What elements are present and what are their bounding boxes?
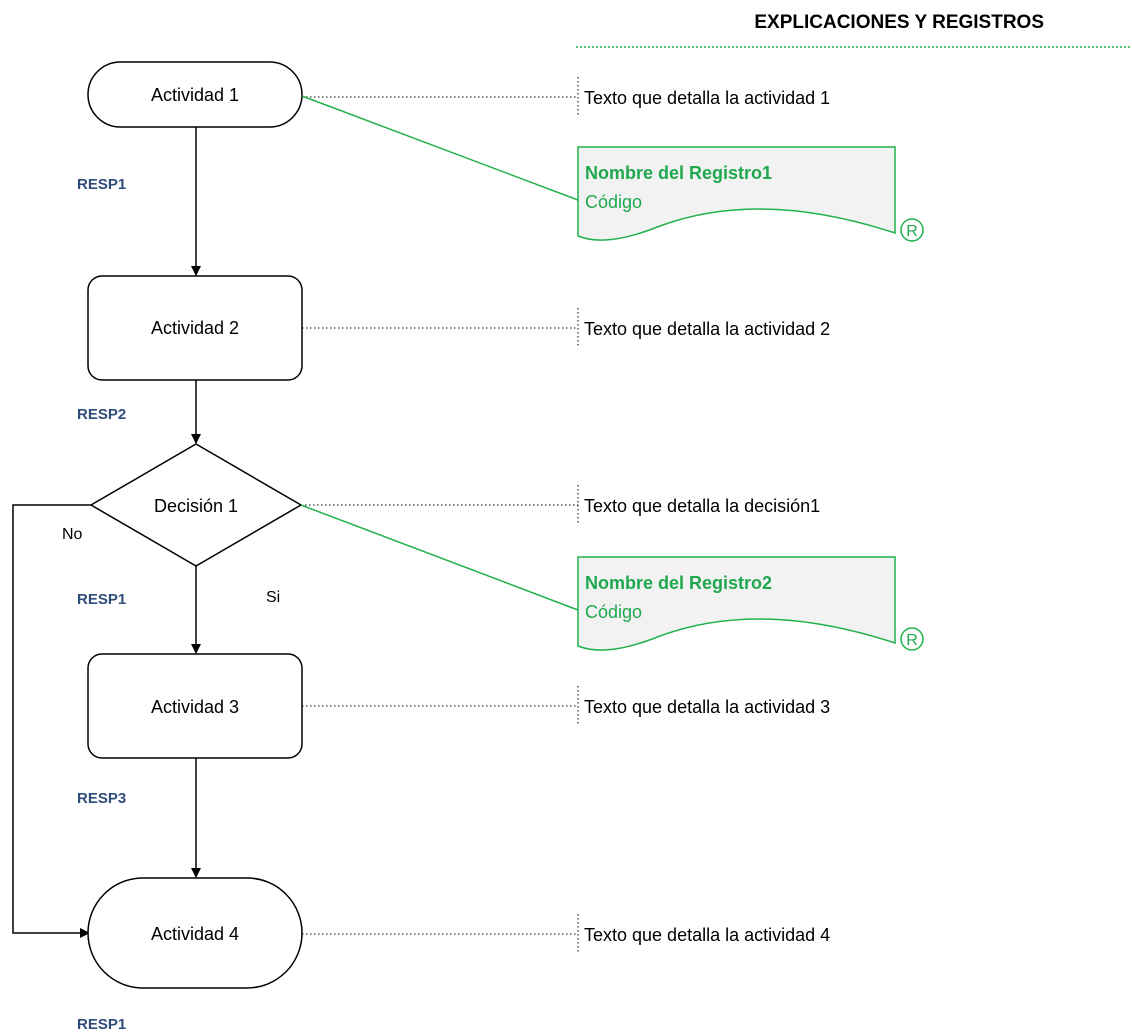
record-document-1: Nombre del Registro1 Código R xyxy=(577,146,924,242)
node-decision-1 xyxy=(89,443,303,567)
record-1-name: Nombre del Registro1 xyxy=(585,163,772,183)
resp-label-actividad-1: RESP1 xyxy=(77,176,126,193)
resp-label-actividad-3: RESP3 xyxy=(77,790,126,807)
node-actividad-1-label: Actividad 1 xyxy=(151,85,239,105)
record-connector-2 xyxy=(300,504,579,611)
branch-label-si: Si xyxy=(266,589,280,606)
record-2-name: Nombre del Registro2 xyxy=(585,573,772,593)
record-2-badge-icon xyxy=(900,627,924,651)
record-2-code: Código xyxy=(585,602,642,622)
node-actividad-3-label: Actividad 3 xyxy=(151,697,239,717)
record-1-code: Código xyxy=(585,192,642,212)
record-connector-1 xyxy=(301,95,579,201)
leader-lines xyxy=(301,77,579,954)
record-1-badge-icon xyxy=(900,218,924,242)
node-actividad-4-label: Actividad 4 xyxy=(151,924,239,944)
record-2-badge-letter: R xyxy=(906,632,918,649)
resp-label-actividad-2: RESP2 xyxy=(77,406,126,423)
node-actividad-2-label: Actividad 2 xyxy=(151,318,239,338)
record-1-badge-letter: R xyxy=(906,223,918,240)
node-actividad-4 xyxy=(87,877,303,989)
branch-label-no: No xyxy=(62,526,83,543)
node-decision-1-label: Decisión 1 xyxy=(154,496,238,516)
resp-label-actividad-4: RESP1 xyxy=(77,1016,126,1033)
node-actividad-1 xyxy=(87,61,303,128)
explanation-actividad-4: Texto que detalla la actividad 4 xyxy=(584,925,830,945)
explanation-actividad-1: Texto que detalla la actividad 1 xyxy=(584,88,830,108)
section-header: EXPLICACIONES Y REGISTROS xyxy=(754,12,1044,33)
arrow-no-branch xyxy=(12,504,91,938)
resp-label-decision-1: RESP1 xyxy=(77,591,126,608)
explanation-actividad-2: Texto que detalla la actividad 2 xyxy=(584,319,830,339)
record-document-2-shape xyxy=(577,556,896,651)
record-document-1-shape xyxy=(577,146,896,241)
record-document-2: Nombre del Registro2 Código R xyxy=(577,556,924,651)
explanation-decision-1: Texto que detalla la decisión1 xyxy=(584,496,820,516)
explanation-actividad-3: Texto que detalla la actividad 3 xyxy=(584,697,830,717)
